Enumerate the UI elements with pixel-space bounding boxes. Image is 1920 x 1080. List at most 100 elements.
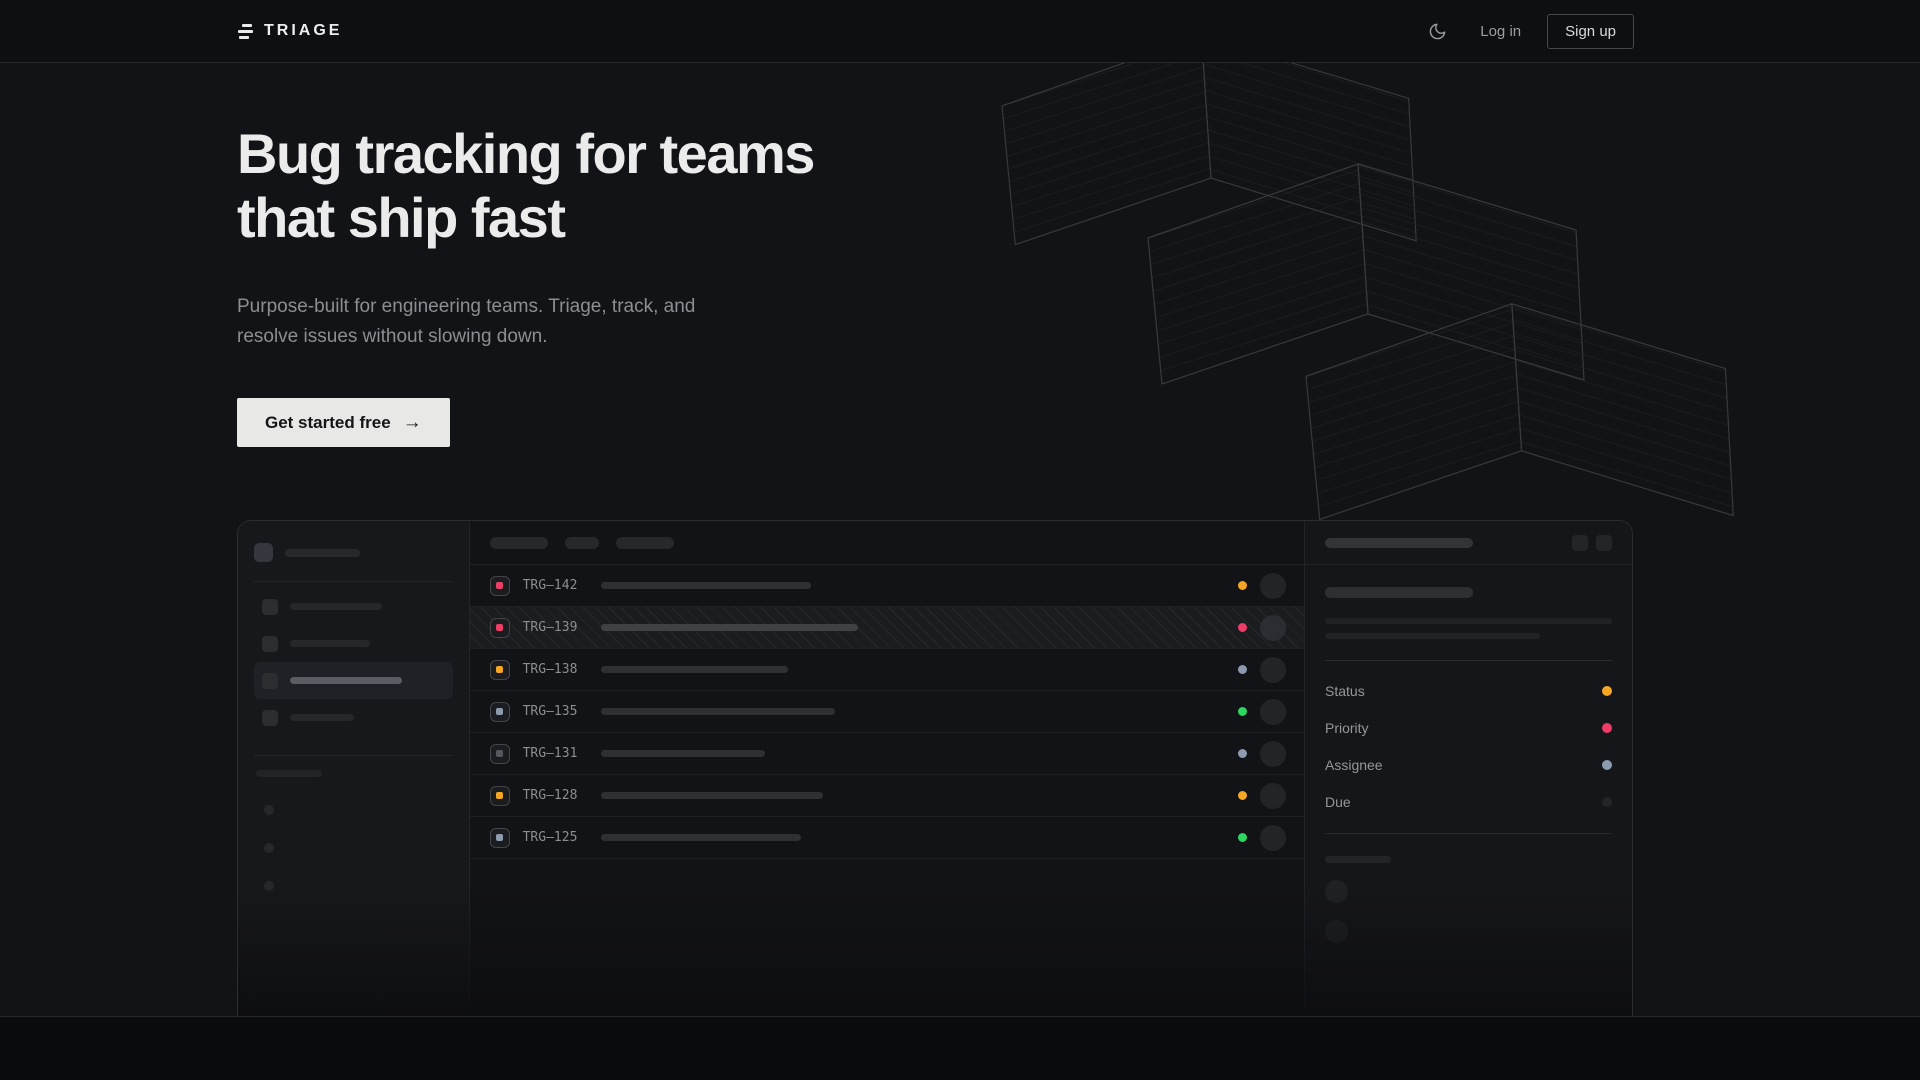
issue-row: TRG–131 [469, 733, 1304, 775]
issue-row: TRG–128 [469, 775, 1304, 817]
issue-rows: TRG–142 TRG–139 TRG–138 TRG–1 [469, 565, 1304, 859]
issue-type-dot [496, 666, 504, 673]
sidebar-dot-skeleton [264, 805, 274, 815]
detail-divider [1325, 833, 1612, 834]
detail-title-skeleton [1325, 587, 1473, 598]
sidebar-section-skeleton [256, 770, 322, 777]
issue-type-dot [496, 834, 504, 841]
sidebar-item-skeleton [254, 699, 453, 736]
issue-type-dot [496, 582, 504, 589]
detail-avatar-skeleton [1325, 880, 1348, 903]
login-link[interactable]: Log in [1480, 22, 1522, 40]
issue-type-dot [496, 624, 504, 631]
issue-meta [1238, 572, 1286, 599]
issue-id: TRG–131 [522, 746, 578, 761]
issue-type-icon [489, 743, 510, 764]
issue-type-dot [496, 708, 504, 715]
issue-id: TRG–142 [522, 578, 578, 593]
issue-type-dot [496, 750, 504, 757]
issue-type-icon [489, 617, 510, 638]
detail-field-dot [1602, 796, 1612, 807]
get-started-button[interactable]: Get started free → [237, 398, 450, 447]
issue-status-dot [1238, 665, 1247, 674]
issue-type-icon [489, 701, 510, 722]
cta-label: Get started free [265, 412, 391, 432]
detail-field-row: Due [1325, 783, 1612, 820]
issue-meta [1238, 740, 1286, 767]
issue-title-skeleton [600, 792, 823, 799]
issue-row: TRG–138 [469, 649, 1304, 691]
issue-assignee-avatar [1260, 572, 1286, 599]
issue-id: TRG–135 [522, 704, 578, 719]
detail-field-label: Due [1325, 793, 1351, 810]
theme-toggle-button[interactable] [1420, 14, 1454, 48]
issue-title-skeleton [600, 666, 788, 673]
sidebar-divider [254, 755, 453, 756]
issue-meta [1238, 614, 1286, 641]
sidebar-dot-skeleton [264, 843, 274, 853]
issue-status-dot [1238, 791, 1247, 800]
issue-title-skeleton [600, 750, 765, 757]
hero-title-line1: Bug tracking for teams [237, 122, 815, 185]
issue-meta [1238, 824, 1286, 851]
detail-line-skeleton [1325, 633, 1540, 639]
issue-title-skeleton [600, 834, 801, 841]
moon-icon [1429, 23, 1446, 39]
signup-button[interactable]: Sign up [1547, 13, 1634, 49]
sidebar-dot-skeleton [264, 881, 274, 891]
issue-title-skeleton [600, 624, 858, 631]
detail-avatar-skeleton [1325, 920, 1348, 943]
issue-row: TRG–142 [469, 565, 1304, 607]
sidebar-item-label-skeleton [290, 640, 370, 647]
brand-name: TRIAGE [264, 22, 343, 39]
issue-assignee-avatar [1260, 656, 1286, 683]
mockup-detail-panel: Status Priority Assignee Due [1304, 521, 1632, 1016]
issue-assignee-avatar [1260, 740, 1286, 767]
sidebar-item-skeleton-active [254, 662, 453, 699]
detail-body: Status Priority Assignee Due [1305, 565, 1632, 943]
issue-list-toolbar-skeleton [469, 521, 1304, 565]
issue-title-skeleton [600, 582, 811, 589]
issue-status-dot [1238, 749, 1247, 758]
sidebar-item-icon [262, 598, 278, 615]
detail-header-actions [1572, 534, 1612, 551]
issue-status-dot [1238, 707, 1247, 716]
mockup-sidebar [238, 521, 470, 1016]
issue-type-dot [496, 792, 504, 799]
detail-section-skeleton [1325, 856, 1391, 863]
next-section-band [0, 1016, 1920, 1080]
detail-header-pill-skeleton [1325, 537, 1473, 548]
issue-status-dot [1238, 833, 1247, 842]
sidebar-item-icon [262, 635, 278, 652]
sidebar-item-label-skeleton [290, 677, 402, 684]
detail-line-skeleton [1325, 618, 1612, 624]
detail-field-label: Assignee [1325, 756, 1383, 773]
detail-field-dot [1602, 722, 1612, 733]
brand-logo[interactable]: TRIAGE [238, 22, 342, 40]
issue-title-skeleton [600, 708, 835, 715]
workspace-switcher-skeleton [254, 543, 453, 562]
issue-assignee-avatar [1260, 782, 1286, 809]
issue-assignee-avatar [1260, 824, 1286, 851]
triage-bars-icon [238, 23, 254, 39]
sidebar-item-label-skeleton [290, 603, 382, 610]
issue-type-icon [489, 575, 510, 596]
sidebar-divider [254, 581, 453, 582]
toolbar-pill-skeleton [489, 536, 548, 549]
toolbar-pill-skeleton [615, 536, 674, 549]
issue-status-dot [1238, 623, 1247, 632]
detail-field-row: Status [1325, 672, 1612, 709]
issue-id: TRG–125 [522, 830, 578, 845]
navbar-inner: TRIAGE Log in Sign up [238, 13, 1634, 49]
issue-status-dot [1238, 581, 1247, 590]
detail-field-label: Status [1325, 682, 1365, 699]
issue-id: TRG–128 [522, 788, 578, 803]
issue-id: TRG–138 [522, 662, 578, 677]
issue-meta [1238, 698, 1286, 725]
navbar-actions: Log in Sign up [1420, 13, 1634, 49]
detail-action-skeleton [1572, 534, 1588, 551]
app-mockup: TRG–142 TRG–139 TRG–138 TRG–1 [237, 520, 1633, 1016]
issue-id: TRG–139 [522, 620, 578, 635]
